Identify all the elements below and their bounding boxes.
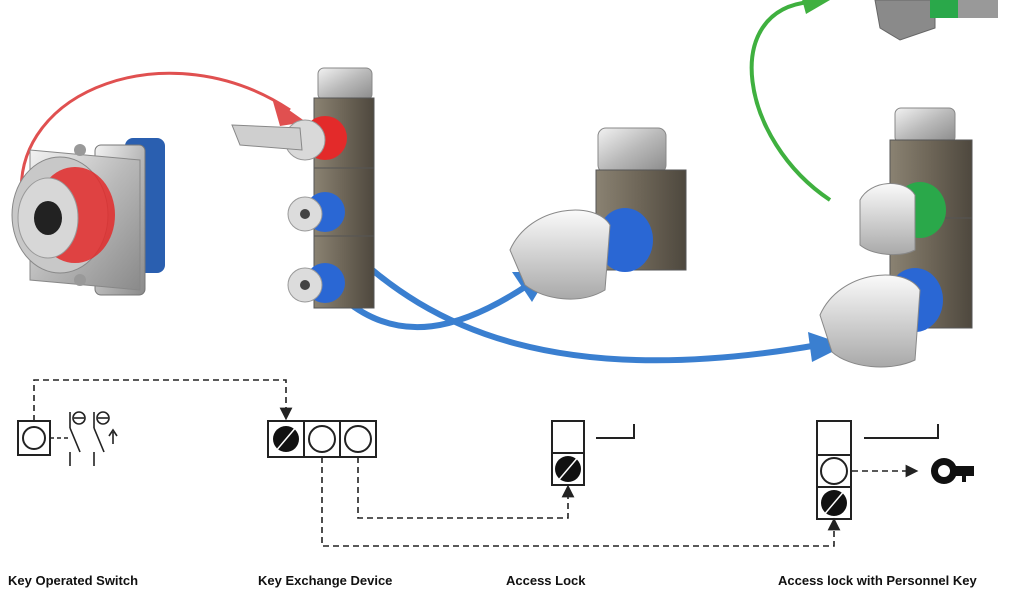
key-exchange-device-unit: [231, 67, 375, 309]
schematic-key-switch: [17, 411, 118, 466]
label-key-operated-switch: Key Operated Switch: [8, 573, 139, 588]
empty-key-symbol: [344, 425, 372, 453]
schematic-access-personnel: [816, 420, 974, 520]
label-access-lock: Access Lock: [506, 573, 586, 588]
switch-contact-icon: [50, 411, 118, 466]
label-access-lock-personnel-key: Access lock with Personnel Key: [778, 573, 977, 588]
key-icon: [931, 458, 974, 484]
red-transfer-arrow: [19, 71, 306, 201]
green-transfer-arrow: [749, 0, 832, 202]
blue-transfer-arrow-2: [342, 242, 846, 364]
dashed-connectors: [33, 379, 919, 547]
schematic-access-lock: [551, 420, 635, 486]
label-key-exchange-device: Key Exchange Device: [258, 573, 393, 588]
empty-key-symbol: [820, 457, 848, 485]
access-lock-personnel-device: [819, 0, 998, 368]
key-operated-switch-device: [11, 138, 165, 296]
access-lock-device: [509, 127, 687, 300]
schematic-exchange: [267, 420, 377, 458]
empty-key-symbol: [308, 425, 336, 453]
